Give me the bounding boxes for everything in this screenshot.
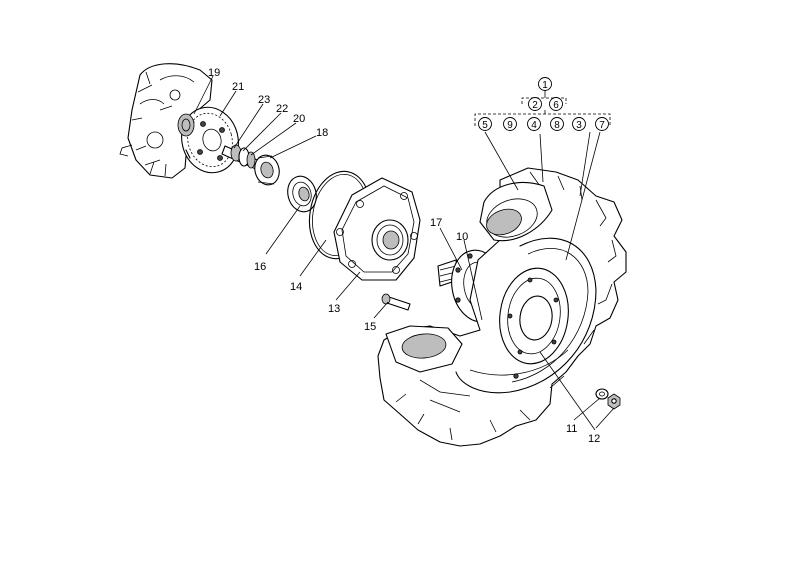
svg-text:7: 7	[599, 120, 605, 131]
circled-callout-3: 3	[572, 117, 586, 131]
oil-seal-16	[287, 175, 317, 213]
callout-23: 23	[258, 94, 270, 106]
callout-12: 12	[588, 433, 600, 445]
svg-text:1: 1	[542, 80, 548, 91]
circled-callouts: 1 2 6 5 9 4 8 3	[478, 77, 609, 131]
svg-text:6: 6	[553, 100, 559, 111]
callout-16: 16	[254, 261, 266, 273]
callout-labels: 19 21 23 22 20 18 16 14 13 15 17 10 11 1…	[208, 67, 600, 445]
callout-14: 14	[290, 281, 302, 293]
svg-text:2: 2	[532, 100, 538, 111]
gearbox-housing	[119, 63, 213, 179]
circled-callout-2: 2	[528, 97, 542, 111]
callout-19: 19	[208, 67, 220, 79]
callout-21: 21	[232, 81, 244, 93]
circled-callout-7: 7	[595, 117, 609, 131]
callout-10: 10	[456, 231, 468, 243]
circled-callout-9: 9	[503, 117, 517, 131]
bolt-15	[381, 293, 411, 311]
ring-gear	[181, 106, 239, 174]
washer-11	[595, 388, 609, 400]
callout-18: 18	[316, 127, 328, 139]
callout-22: 22	[276, 103, 288, 115]
shaft-and-collars	[221, 144, 263, 171]
circled-callout-6: 6	[549, 97, 563, 111]
tire-wheel	[377, 167, 627, 447]
leader-lines	[193, 75, 615, 431]
callout-17: 17	[430, 217, 442, 229]
callout-20: 20	[293, 113, 305, 125]
callout-11: 11	[566, 423, 577, 435]
svg-text:8: 8	[554, 120, 560, 131]
circled-callout-5: 5	[478, 117, 492, 131]
svg-text:4: 4	[531, 120, 537, 131]
svg-text:5: 5	[482, 120, 488, 131]
callout-13: 13	[328, 303, 340, 315]
hub-housing-13	[333, 177, 421, 281]
callout-15: 15	[364, 321, 376, 333]
circled-callout-1: 1	[538, 77, 552, 91]
bearing-18	[254, 154, 280, 186]
nut-12	[607, 393, 621, 410]
circled-callout-4: 4	[527, 117, 541, 131]
pinion-gear	[177, 113, 195, 137]
svg-text:3: 3	[576, 120, 582, 131]
svg-text:9: 9	[507, 120, 513, 131]
circled-callout-8: 8	[550, 117, 564, 131]
